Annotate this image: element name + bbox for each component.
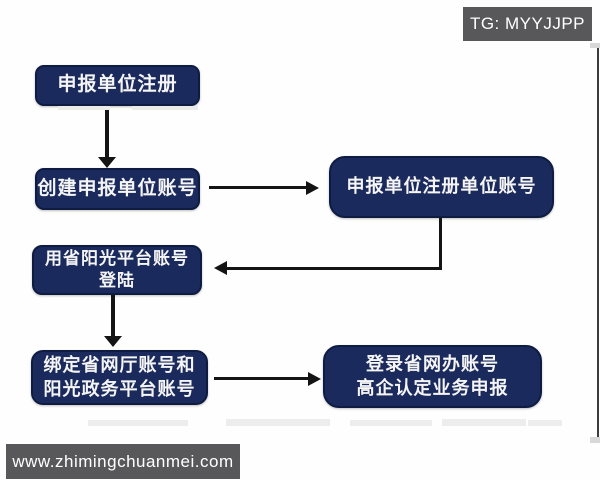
footer-watermark-label: www.zhimingchuanmei.com bbox=[12, 451, 234, 471]
flow-node-bind-accounts: 绑定省网厅账号和 阳光政务平台账号 bbox=[31, 350, 208, 405]
flow-node-declare-business-line1: 登录省网办账号 bbox=[366, 354, 499, 375]
flow-node-create-account: 创建申报单位账号 bbox=[35, 168, 200, 210]
flow-node-register: 申报单位注册 bbox=[35, 65, 200, 106]
arrowhead-right-icon bbox=[308, 372, 321, 386]
flow-node-bind-accounts-line2: 阳光政务平台账号 bbox=[43, 378, 196, 399]
tg-badge: TG: MYYJJPP bbox=[463, 7, 592, 41]
arrow-shaft-horizontal bbox=[209, 186, 307, 189]
artifact-smudge bbox=[528, 420, 562, 426]
arrowhead-down-icon bbox=[104, 336, 122, 347]
arrowhead-left-icon bbox=[214, 261, 227, 275]
flow-node-sunshine-login-line1: 用省阳光平台账号 bbox=[45, 248, 189, 268]
flow-node-registered-unit-account: 申报单位注册单位账号 bbox=[329, 156, 554, 218]
artifact-smudge bbox=[226, 419, 330, 426]
artifact-smudge bbox=[350, 420, 432, 426]
right-edge-cap-bottom bbox=[590, 437, 600, 443]
flow-node-create-account-label: 创建申报单位账号 bbox=[37, 177, 198, 199]
right-edge-cap-top bbox=[590, 43, 600, 48]
right-edge-line bbox=[597, 47, 599, 437]
arrow-shaft-horizontal bbox=[214, 377, 309, 380]
flow-node-register-label: 申报单位注册 bbox=[57, 74, 178, 96]
flow-node-declare-business-line2: 高企认定业务申报 bbox=[356, 377, 509, 398]
footer-watermark: www.zhimingchuanmei.com bbox=[6, 444, 240, 479]
artifact-smudge bbox=[88, 420, 188, 426]
flow-node-sunshine-login: 用省阳光平台账号 登陆 bbox=[32, 245, 202, 295]
artifact-smudge bbox=[58, 106, 110, 110]
artifact-smudge bbox=[442, 419, 526, 426]
flow-node-bind-accounts-line1: 绑定省网厅账号和 bbox=[43, 355, 196, 376]
arrow-shaft-horizontal bbox=[227, 267, 442, 270]
arrowhead-right-icon bbox=[306, 181, 319, 195]
tg-badge-label: TG: MYYJJPP bbox=[469, 14, 586, 33]
arrow-shaft-vertical bbox=[111, 295, 115, 337]
flow-node-registered-unit-account-label: 申报单位注册单位账号 bbox=[346, 176, 537, 197]
flow-node-sunshine-login-line2: 登陆 bbox=[99, 271, 135, 290]
arrow-shaft-vertical bbox=[105, 106, 109, 158]
artifact-smudge bbox=[132, 106, 198, 110]
flow-node-declare-business: 登录省网办账号 高企认定业务申报 bbox=[323, 345, 542, 408]
arrow-shaft-vertical bbox=[439, 218, 442, 269]
arrowhead-down-icon bbox=[98, 157, 116, 168]
